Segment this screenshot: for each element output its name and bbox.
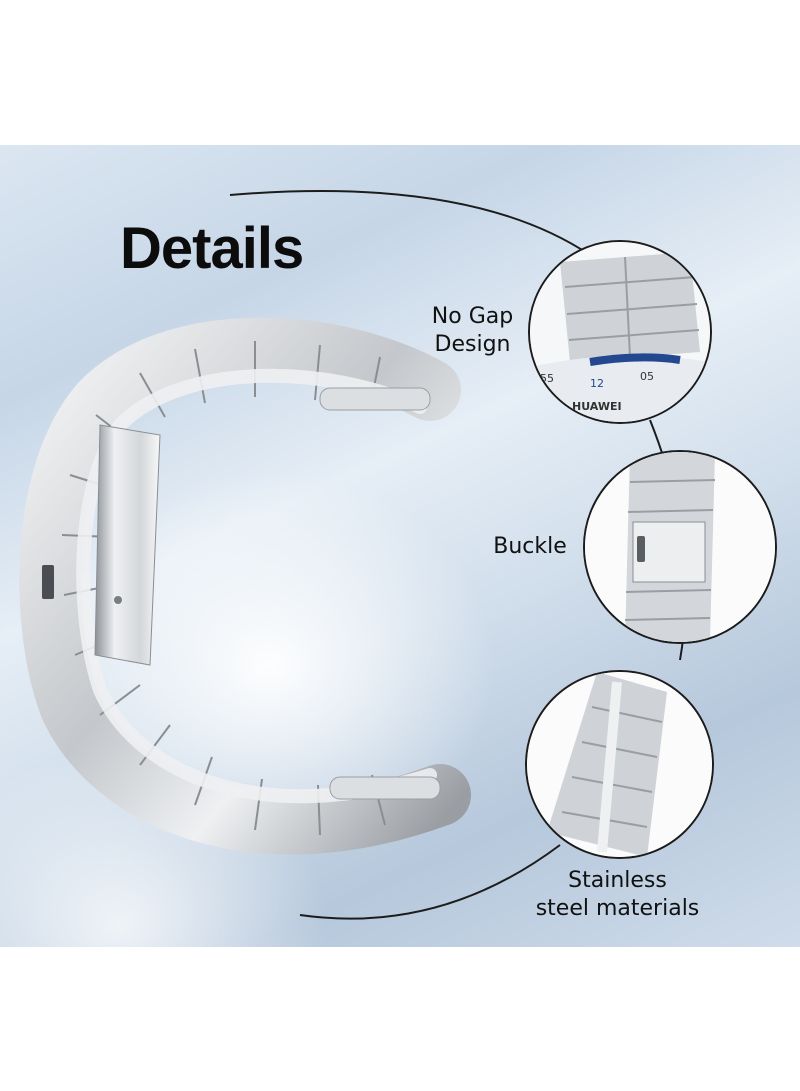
feature-label-no-gap: No Gap Design — [420, 303, 525, 359]
feature-label-line: Buckle — [493, 534, 567, 559]
feature-label-line: No Gap — [431, 304, 514, 329]
detail-circle-no-gap: 12 55 05 HUAWEI — [528, 240, 712, 424]
feature-label-stainless: Stainless steel materials — [525, 867, 710, 923]
feature-label-buckle: Buckle — [480, 533, 580, 561]
feature-label-line: Stainless — [568, 868, 667, 893]
product-image-panel: Details — [0, 145, 800, 947]
watch-band-image — [19, 317, 471, 855]
stainless-detail-image — [527, 672, 712, 857]
dial-number: 05 — [640, 370, 654, 383]
no-gap-detail-image: 12 55 05 HUAWEI — [530, 242, 710, 422]
page-title: Details — [120, 216, 304, 281]
watch-brand-text: HUAWEI — [572, 400, 622, 413]
dial-number: 55 — [540, 372, 554, 385]
feature-label-line: Design — [434, 332, 511, 357]
detail-circle-buckle — [583, 450, 777, 644]
buckle-detail-image — [585, 452, 775, 642]
detail-circle-stainless — [525, 670, 714, 859]
feature-label-line: steel materials — [535, 896, 700, 921]
dial-number: 12 — [590, 377, 604, 390]
